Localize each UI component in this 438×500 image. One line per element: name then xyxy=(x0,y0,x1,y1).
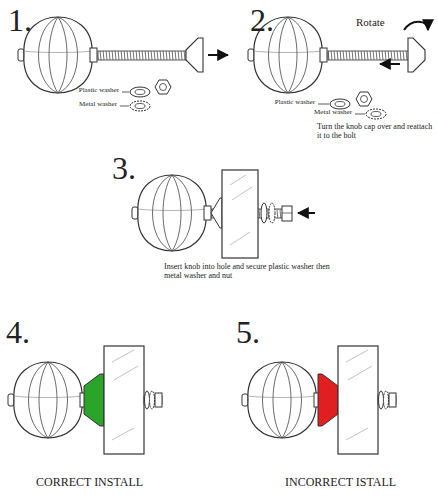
part-label: Metal washer xyxy=(314,108,352,116)
step-number: 2. xyxy=(250,2,274,39)
step-3-art xyxy=(132,170,315,258)
result-label: CORRECT INSTALL xyxy=(36,476,143,490)
step-2-art xyxy=(248,17,428,119)
part-label: Metal washer xyxy=(79,100,117,108)
step-4-art xyxy=(8,346,162,454)
action-label: Rotate xyxy=(356,16,385,29)
step-caption: Turn the knob cap over and reattach it t… xyxy=(317,122,435,140)
step-1-art xyxy=(18,17,228,111)
step-caption: Insert knob into hole and secure plastic… xyxy=(164,262,334,280)
step-number: 5. xyxy=(236,314,260,351)
step-number: 3. xyxy=(112,150,136,187)
step-5-art xyxy=(242,346,396,454)
result-label: INCORRECT ISTALL xyxy=(285,476,396,490)
step-number: 4. xyxy=(6,314,30,351)
part-label: Plastic washer xyxy=(79,86,119,94)
step-number: 1. xyxy=(8,2,32,39)
part-label: Plastic washer xyxy=(275,98,315,106)
